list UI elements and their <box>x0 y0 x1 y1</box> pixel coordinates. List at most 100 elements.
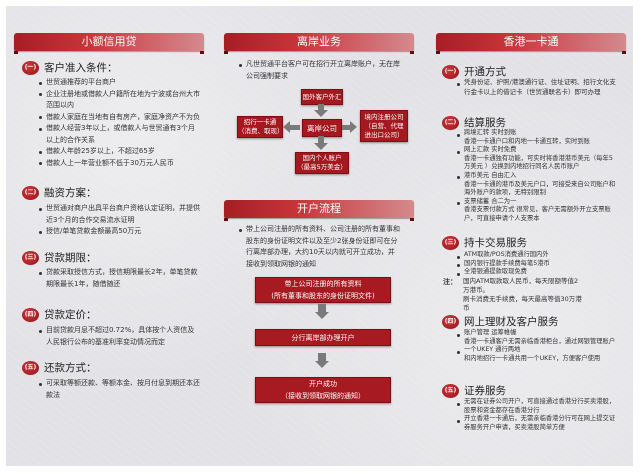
diagram-node-personal-account: 国内个人账户 （最高5万美金） <box>295 152 349 174</box>
diagram-node-cmb-card: 招行一卡通 （消费、取现） <box>237 116 284 138</box>
banner-offshore-business: 离岸业务 <box>224 33 414 54</box>
number-badge-icon: (二) <box>442 115 459 130</box>
section-title: 融资方案： <box>44 187 97 199</box>
section-list-r5: 无需在证券公司开户，可直接通过香港分行买卖港股，股票和资金都存在香港分行 开立香… <box>456 398 618 432</box>
arrow-down-head-icon <box>315 312 329 319</box>
arrow-down-head-icon <box>314 143 328 150</box>
list-item: 账户管理 运筹帷幄香港一卡通客户无需亲临香港柜台，通过网银管理账户 <box>456 329 618 346</box>
section-header-r4: (四) 网上理财及客户服务 <box>442 314 559 329</box>
node-label: 境内注册公司 <box>364 112 404 121</box>
number-badge-icon: (一) <box>22 60 39 75</box>
diagram-node-domestic-company: 境内注册公司 （自营、代理 进出口公司） <box>360 110 408 142</box>
number-badge-icon: (五) <box>22 360 39 375</box>
section-list-5: 可采取等额还款、等额本金、按月付息到期还本还款法 <box>38 378 200 401</box>
banner-account-opening-process: 开户流程 <box>224 200 414 221</box>
arrow-right-head-icon <box>350 121 357 133</box>
node-label: 国外客户外汇 <box>302 92 342 101</box>
node-label: （自营、代理 <box>364 121 404 130</box>
list-item: 开立香港一卡通后，无需亲临香港分行可在网上提交证券服务开户申请，买卖港股简单方便 <box>456 415 618 432</box>
node-label: 国内个人账户 <box>302 154 342 162</box>
arrow-left-head-icon <box>283 121 290 133</box>
section-list-3: 贷款采取授信方式，授信期限最长2年，单笔贷款期限最长1年，随借随还 <box>38 267 200 290</box>
section-list-r1: 凭身份证、护照/港澳通行证、住址证明、招行文化支行金卡以上的借记卡（世贸通联名卡… <box>456 78 616 97</box>
arrow-down-head-icon <box>314 110 328 117</box>
arrow-down-icon <box>318 353 326 362</box>
step-label: 分行离岸部办理开户 <box>291 333 355 342</box>
section-title: 贷款定价： <box>44 309 97 321</box>
offshore-intro: 凡世贸通平台客户可在招行开立离岸账户，无在岸公司强制要求 <box>238 59 400 82</box>
section-list-r2: 跨境汇转 实时到账香港一卡通户口和内地一卡通互转，实时到账 网上汇款 实时免费香… <box>456 129 618 224</box>
section-header-3: (三) 贷款期限： <box>22 250 97 265</box>
node-label: （消费、取现） <box>238 127 284 135</box>
list-item: 无需在证券公司开户，可直接通过香港分行买卖港股，股票和资金都存在香港分行 <box>456 398 618 415</box>
section-header-r5: (五) 证券服务 <box>442 383 506 398</box>
banner-hk-all-in-one-card: 香港一卡通 <box>436 33 626 54</box>
item-detail: 香港支票付款方式 很常见，客户无需额外开立支票账户，可直接申请个人支票本 <box>464 206 611 222</box>
step-label: 开户成功 <box>309 380 337 388</box>
section-title: 结算服务 <box>464 117 506 129</box>
list-item: 国内银行提款手续费每笔5港币 <box>456 260 618 269</box>
number-badge-icon: (三) <box>22 250 39 265</box>
item-detail: 香港一卡通客户无需亲临香港柜台，通过网银管理账户 <box>464 337 616 345</box>
list-item: 凡世贸通平台客户可在招行开立离岸账户，无在岸公司强制要求 <box>238 59 400 82</box>
list-item: 借款人经营3年以上，或借款人与世贸通有3个月以上的合作关系 <box>38 123 200 146</box>
section-header-r1: (一) 开通方式 <box>442 64 506 79</box>
node-label: 进出口公司） <box>364 130 404 139</box>
section-header-r3: (三) 持卡交易服务 <box>442 235 527 250</box>
item-head: 一个UKEY 通行两地 <box>464 346 521 354</box>
banner-title: 开户流程 <box>297 202 341 215</box>
item-head: 跨境汇转 实时到账 <box>464 129 517 136</box>
number-badge-icon: (二) <box>22 185 39 200</box>
section-title: 还款方式： <box>44 362 97 374</box>
item-detail: 香港一卡通独有功能，可实时将香港港币美元（每年5万美元 ）兑换到内地招行同名人民… <box>464 154 613 171</box>
step-label: （接收到领取网银的通知） <box>281 392 365 400</box>
note-line: 国内ATM取款取人民币，每天限额等值2万港币。 <box>463 277 579 294</box>
section-title: 持卡交易服务 <box>464 237 527 249</box>
list-item: 企业注册地或借款人户籍所在地为宁波或台州大市范围以内 <box>38 89 200 112</box>
list-item: 世贸通对商户出具平台商户资格认定证明，并提供近3个月的合作交易流水证明 <box>38 203 200 226</box>
note-label: 注： <box>443 278 457 286</box>
section-title: 开通方式 <box>464 66 506 78</box>
process-step-3: 开户成功 （接收到领取网银的通知） <box>255 377 391 403</box>
list-item: 借款人上一年营业额不低于30万元人民币 <box>38 158 200 170</box>
step-label: (所有董事和股东的身份证明文件) <box>271 292 375 300</box>
number-badge-icon: (四) <box>442 314 459 329</box>
banner-title: 小额信用贷 <box>81 35 137 48</box>
arrow-down-icon <box>318 136 324 144</box>
section-header-r2: (二) 结算服务 <box>442 115 506 130</box>
banner-micro-credit-loan: 小额信用贷 <box>14 33 204 54</box>
note-text: 国内ATM取款取人民币，每天限额等值2万港币。 刷卡消费无手续费，每天最高等值3… <box>463 277 583 313</box>
section-title: 证券服务 <box>464 385 506 397</box>
list-item: 跨境汇转 实时到账香港一卡通户口和内地一卡通互转，实时到账 <box>456 129 618 146</box>
list-item: 借款人年龄25岁以上，不超过65岁 <box>38 146 200 158</box>
list-item: 贷款采取授信方式，授信期限最长2年，单笔贷款期限最长1年，随借随还 <box>38 267 200 290</box>
arrow-down-icon <box>318 104 324 111</box>
node-label: （最高5万美金） <box>297 163 347 171</box>
arrow-down-icon <box>318 304 326 313</box>
process-step-2: 分行离岸部办理开户 <box>255 329 391 346</box>
list-item: 带上公司注册的所有资料、公司注册的所有董事和股东的身份证明文件以及至少2张身份证… <box>238 224 400 270</box>
process-step-1: 带上公司注册的所有资料 (所有董事和股东的身份证明文件) <box>255 277 391 303</box>
list-item: 世贸通推荐的平台商户 <box>38 77 200 89</box>
list-item: 授信/单笔贷款金额最高50万元 <box>38 226 200 238</box>
section-title: 贷款期限： <box>44 252 97 264</box>
note-line: 刷卡消费无手续费，每天最高等值30万港币 <box>463 295 582 312</box>
node-label: 离岸公司 <box>307 123 337 133</box>
item-head: 支票储蓄 合二为一 <box>464 197 517 205</box>
section-list-r3: ATM取款/POS消费通行国内外 国内银行提款手续费每笔5港币 全港银通提款取现… <box>456 251 618 277</box>
diagram-node-offshore-company: 离岸公司 <box>302 119 342 137</box>
item-detail: 和内地招行一卡通共用一个UKEY，方便客户使用 <box>464 354 601 362</box>
section-header-1: (一) 客户准入条件： <box>22 60 118 75</box>
item-head: 账户管理 运筹帷幄 <box>464 329 517 336</box>
section-list-4: 目前贷款月息不超过0.72%，具体按个人资信及人民银行公布的基准利率变动情况而定 <box>38 325 200 348</box>
section-header-5: (五) 还款方式： <box>22 360 97 375</box>
section-title: 客户准入条件： <box>44 62 118 74</box>
item-head: 港币美元 自由汇入 <box>464 171 517 179</box>
list-item: 凭身份证、护照/港澳通行证、住址证明、招行文化支行金卡以上的借记卡（世贸通联名卡… <box>456 78 616 97</box>
list-item: 支票储蓄 合二为一香港支票付款方式 很常见，客户无需额外开立支票账户，可直接申请… <box>456 198 618 224</box>
step-label: 带上公司注册的所有资料 <box>284 280 362 288</box>
number-badge-icon: (四) <box>22 307 39 322</box>
banner-title: 香港一卡通 <box>503 35 559 48</box>
list-item: 借款人家庭在当地有自有房产，家庭净资产不为负 <box>38 112 200 124</box>
list-item: 一个UKEY 通行两地和内地招行一卡通共用一个UKEY，方便客户使用 <box>456 346 618 363</box>
